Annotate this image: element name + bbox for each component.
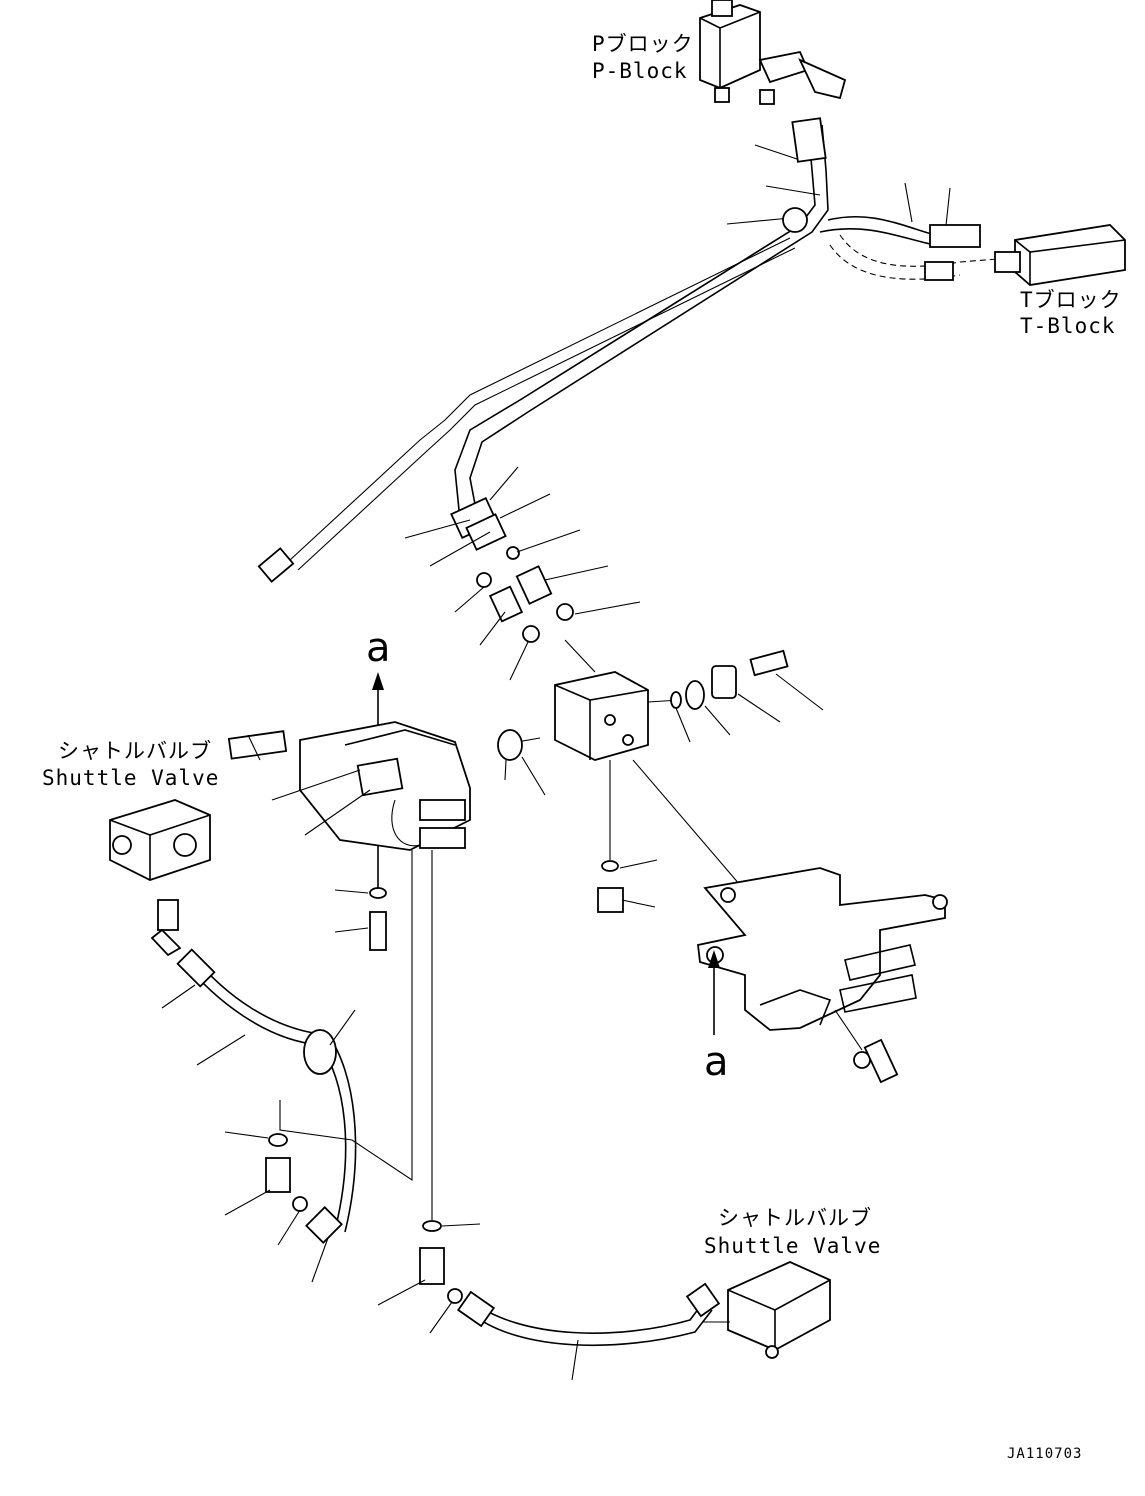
t-block-label-en: T-Block [1020,314,1116,338]
solenoid-valve-assembly [227,721,471,1220]
drawing-id: JA110703 [1007,1446,1083,1462]
leader-lines-top [726,144,951,236]
shuttle-valve-left-label-en: Shuttle Valve [42,766,220,790]
t-block-label-jp: Tブロック [1020,288,1122,312]
p-block-part [699,0,847,105]
shuttle-valve-right-part [703,1261,831,1359]
shuttle-valve-right-label-jp: シャトルバルブ [718,1206,872,1230]
mounting-bracket-part [697,867,948,1084]
t-block-part [924,224,1126,286]
shuttle-valve-right-label-en: Shuttle Valve [704,1234,882,1258]
hose-end-fittings [404,466,641,681]
ref-arrow-a-top [334,672,387,951]
main-hose-bundle [257,117,1011,583]
shuttle-valve-left-label-jp: シャトルバルブ [58,739,212,763]
reference-mark-a-top: a [366,625,391,671]
shuttle-valve-left-part [109,799,211,957]
p-block-label-en: P-Block [592,59,688,83]
p-block-label-jp: Pブロック [592,32,694,56]
manifold-block-part [497,639,824,921]
bottom-hose-assembly [377,1220,721,1381]
left-hose-assembly [161,948,357,1283]
reference-mark-a-bottom: a [704,1039,729,1085]
